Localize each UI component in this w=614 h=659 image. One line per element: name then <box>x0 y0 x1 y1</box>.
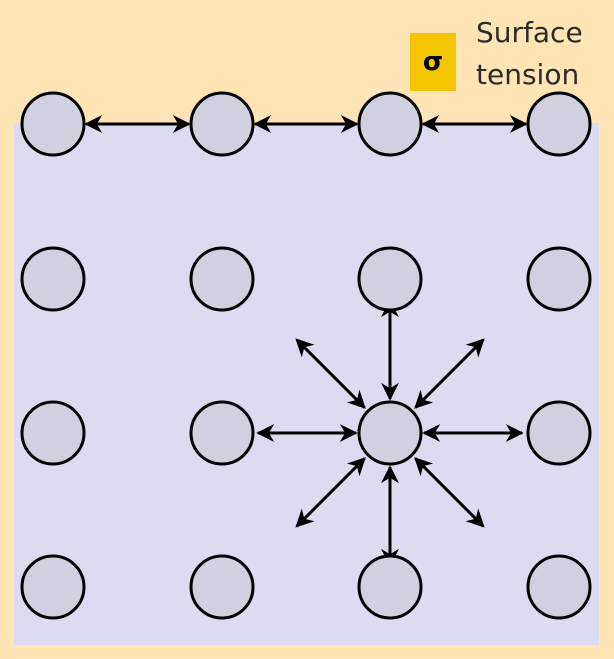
molecule-r0-c3 <box>526 91 592 157</box>
liquid-body <box>14 123 599 645</box>
molecule-r0-c1 <box>189 91 255 157</box>
molecule-r0-c2 <box>357 91 423 157</box>
molecule-r0-c0 <box>20 91 86 157</box>
force-arrows <box>84 115 528 567</box>
molecule-r3-c0 <box>20 554 86 620</box>
bulk-force-arrow-up-right <box>414 338 485 409</box>
molecule-r3-c3 <box>526 554 592 620</box>
label-line-2: tension <box>476 58 580 91</box>
molecule-r2-c2 <box>357 400 423 466</box>
molecule-r1-c3 <box>526 246 592 312</box>
molecule-r1-c1 <box>189 246 255 312</box>
label-line-1: Surface <box>476 16 583 49</box>
molecule-r2-c0 <box>20 400 86 466</box>
molecule-r3-c2 <box>357 554 423 620</box>
molecules <box>20 91 592 620</box>
bulk-force-arrow-down-right <box>414 457 485 528</box>
molecule-r1-c0 <box>20 246 86 312</box>
molecule-r2-c3 <box>526 400 592 466</box>
molecule-r1-c2 <box>357 246 423 312</box>
surface-tension-label: Surface tension <box>476 12 606 96</box>
sigma-symbol-badge: σ <box>410 33 456 91</box>
molecule-r2-c1 <box>189 400 255 466</box>
molecule-r3-c1 <box>189 554 255 620</box>
bulk-force-arrow-down-left <box>295 457 366 528</box>
bulk-force-arrow-up-left <box>295 338 366 409</box>
